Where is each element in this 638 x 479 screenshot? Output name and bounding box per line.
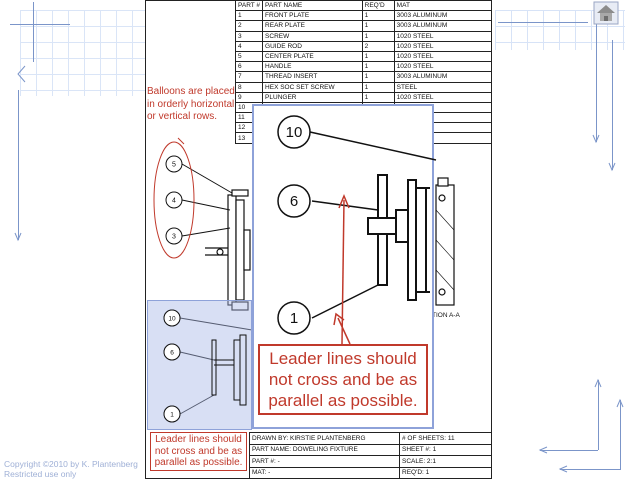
copyright-line: Copyright ©2010 by K. Plantenberg [4, 459, 138, 469]
sheet-number: SHEET #: 1 [399, 443, 492, 456]
balloon-placement-note: Balloons are placed in orderly horizonta… [147, 86, 235, 122]
zoom-balloon-label: 10 [286, 124, 303, 141]
deco-line [18, 90, 19, 240]
restricted-use-line: Restricted use only [4, 469, 77, 479]
deco-line [33, 2, 34, 62]
material: MAT: - [249, 466, 400, 479]
balloon-label: 4 [172, 198, 176, 205]
deco-line [596, 22, 597, 142]
table-row: MAT: - REQ'D: 1 [249, 466, 492, 479]
copyright-notice: Copyright ©2010 by K. Plantenberg Restri… [4, 459, 144, 479]
deco-line [598, 380, 599, 450]
balloon-label: 3 [172, 234, 176, 241]
balloon-label: 6 [170, 350, 174, 357]
table-header-row: PART # PART NAME REQ'D MAT [234, 0, 493, 12]
zoom-leader-line-note: Leader lines should not cross and be as … [258, 344, 428, 415]
section-label: TION A-A [432, 312, 460, 319]
balloon-label: 1 [170, 412, 174, 419]
deco-line [540, 450, 598, 451]
title-block: DRAWN BY: KIRSTIE PLANTENBERG # OF SHEET… [249, 432, 492, 479]
deco-line [612, 40, 613, 170]
deco-line [10, 24, 70, 25]
deco-line [560, 469, 620, 470]
home-icon[interactable] [593, 1, 619, 25]
required-qty: REQ'D: 1 [399, 466, 492, 479]
leader-line-note: Leader lines should not cross and be as … [150, 432, 247, 471]
zoom-balloon-label: 1 [290, 310, 298, 327]
deco-line [498, 22, 588, 23]
balloon-label: 10 [168, 316, 176, 323]
zoom-balloon-label: 6 [290, 193, 298, 210]
balloon-label: 5 [172, 162, 176, 169]
deco-line [620, 400, 621, 470]
